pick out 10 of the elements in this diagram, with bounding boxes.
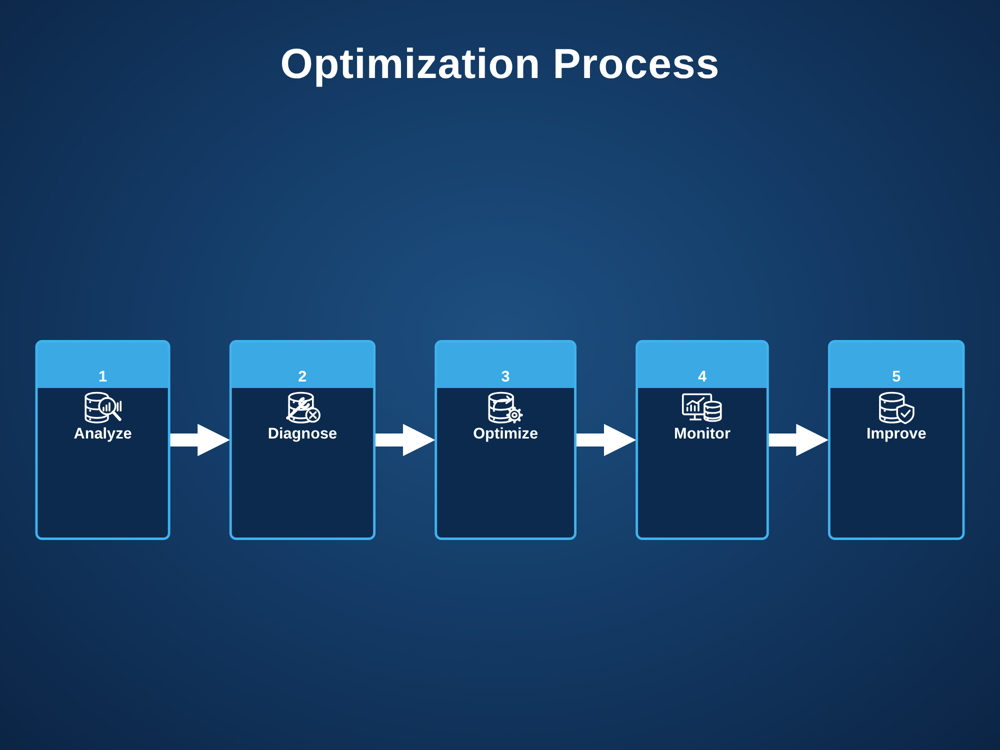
title: Optimization Process [279, 40, 721, 88]
arrow [575, 424, 636, 456]
node-box: 1 Analyze [35, 340, 170, 540]
arrow [374, 424, 436, 456]
node-box: 4 Monitor [636, 340, 769, 540]
arrow [169, 424, 230, 456]
node-box: 5 Improve [828, 340, 965, 540]
arrow [768, 424, 829, 456]
node-box: 3 Optimize [434, 340, 576, 540]
node-box: 2 Diagnose [229, 340, 376, 540]
